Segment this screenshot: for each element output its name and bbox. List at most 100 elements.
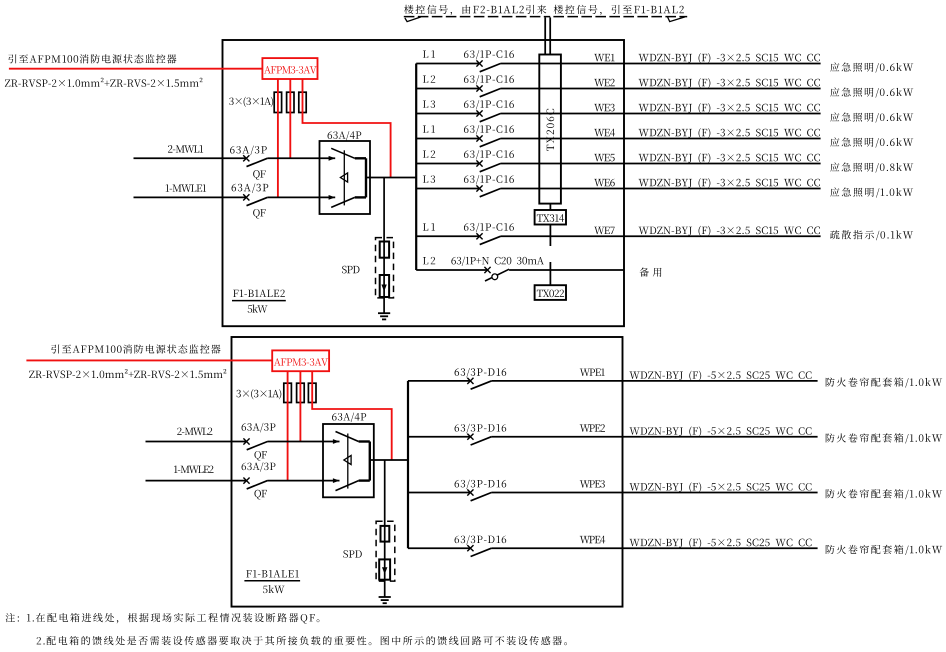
glyph-or-symbol <box>51 79 57 87</box>
glyph-or-symbol <box>350 412 355 423</box>
glyph-or-symbol <box>756 53 761 62</box>
glyph-or-symbol <box>681 78 689 87</box>
wire-segment <box>246 440 268 451</box>
glyph-or-symbol <box>649 178 657 187</box>
phase-label <box>422 150 436 158</box>
glyph-or-symbol <box>252 98 259 105</box>
glyph-or-symbol <box>666 538 672 547</box>
glyph-or-symbol <box>178 344 188 354</box>
glyph-or-symbol <box>173 636 183 646</box>
glyph-or-symbol <box>589 368 596 376</box>
glyph-or-symbol <box>600 535 606 544</box>
glyph-or-symbol <box>254 489 261 500</box>
wire-segment <box>479 187 501 198</box>
glyph-or-symbol <box>334 636 344 645</box>
glyph-or-symbol <box>671 183 675 184</box>
glyph-or-symbol <box>594 424 601 432</box>
wire-segment <box>475 159 484 168</box>
box-outline <box>375 520 396 582</box>
glyph-or-symbol <box>727 129 734 136</box>
glyph-or-symbol <box>46 370 53 379</box>
glyph-or-symbol <box>454 424 460 432</box>
glyph-or-symbol <box>795 103 801 112</box>
monitor-label <box>8 54 177 64</box>
glyph-or-symbol <box>288 570 294 578</box>
glyph-or-symbol <box>404 4 414 15</box>
glyph-or-symbol <box>48 83 51 85</box>
glyph-or-symbol <box>463 150 469 158</box>
glyph-or-symbol <box>199 77 203 83</box>
glyph-or-symbol <box>35 613 45 623</box>
glyph-or-symbol <box>490 5 497 14</box>
glyph-or-symbol <box>542 289 550 297</box>
glyph-or-symbol <box>141 79 147 87</box>
glyph-or-symbol <box>403 636 413 646</box>
wire-segment <box>475 84 484 93</box>
glyph-or-symbol <box>242 146 250 154</box>
glyph-or-symbol <box>886 94 889 97</box>
load-description-label <box>825 433 943 444</box>
glyph-or-symbol <box>431 50 435 58</box>
glyph-or-symbol <box>476 535 483 543</box>
glyph-or-symbol <box>91 370 96 379</box>
glyph-or-symbol <box>720 103 725 112</box>
glyph-or-symbol <box>470 125 475 133</box>
glyph-or-symbol <box>783 226 795 235</box>
glyph-or-symbol <box>701 53 708 62</box>
glyph-or-symbol <box>243 613 253 623</box>
glyph-or-symbol <box>470 223 475 231</box>
glyph-or-symbol <box>896 162 902 171</box>
glyph-or-symbol <box>354 413 360 421</box>
glyph-or-symbol <box>672 483 679 491</box>
panel-name-label <box>233 289 285 298</box>
glyph-or-symbol <box>594 480 601 488</box>
glyph-or-symbol <box>267 289 273 297</box>
glyph-or-symbol <box>716 231 720 232</box>
glyph-or-symbol <box>483 484 487 485</box>
glyph-or-symbol <box>253 389 259 398</box>
circuit-id-label <box>594 153 615 162</box>
glyph-or-symbol <box>546 123 555 128</box>
glyph-or-symbol <box>786 538 793 547</box>
glyph-or-symbol <box>104 613 115 623</box>
glyph-or-symbol <box>461 256 466 267</box>
glyph-or-symbol <box>918 378 924 387</box>
glyph-or-symbol <box>462 4 471 14</box>
breaker-rating-label <box>463 50 514 60</box>
glyph-or-symbol <box>241 462 247 471</box>
glyph-or-symbol <box>649 78 657 87</box>
glyph-or-symbol <box>509 50 514 58</box>
glyph-or-symbol <box>480 223 484 231</box>
glyph-or-symbol <box>17 616 19 622</box>
glyph-or-symbol <box>264 423 269 431</box>
glyph-or-symbol <box>807 128 813 137</box>
glyph-or-symbol <box>134 54 144 64</box>
glyph-or-symbol <box>476 480 483 488</box>
glyph-or-symbol <box>727 104 734 111</box>
load-description-label <box>830 62 914 73</box>
glyph-or-symbol <box>716 158 720 159</box>
glyph-or-symbol <box>456 256 462 265</box>
glyph-or-symbol <box>638 226 649 235</box>
glyph-or-symbol <box>880 231 886 239</box>
wire-segment <box>330 196 356 209</box>
glyph-or-symbol <box>707 225 711 237</box>
glyph-or-symbol <box>756 178 761 187</box>
glyph-or-symbol <box>648 483 654 491</box>
glyph-or-symbol <box>185 613 195 623</box>
glyph-or-symbol <box>736 103 741 112</box>
glyph-or-symbol <box>841 162 851 172</box>
glyph-or-symbol <box>890 113 895 122</box>
glyph-or-symbol <box>649 153 657 162</box>
glyph-or-symbol <box>134 370 140 378</box>
glyph-or-symbol <box>679 538 683 548</box>
glyph-or-symbol <box>475 125 480 135</box>
glyph-or-symbol <box>671 83 675 84</box>
glyph-or-symbol <box>902 231 914 239</box>
glyph-or-symbol <box>145 344 155 354</box>
glyph-or-symbol <box>496 368 501 376</box>
wire-segment <box>475 232 484 240</box>
glyph-or-symbol <box>273 289 280 297</box>
glyph-or-symbol <box>172 149 176 151</box>
circuit-id-label <box>579 535 606 544</box>
